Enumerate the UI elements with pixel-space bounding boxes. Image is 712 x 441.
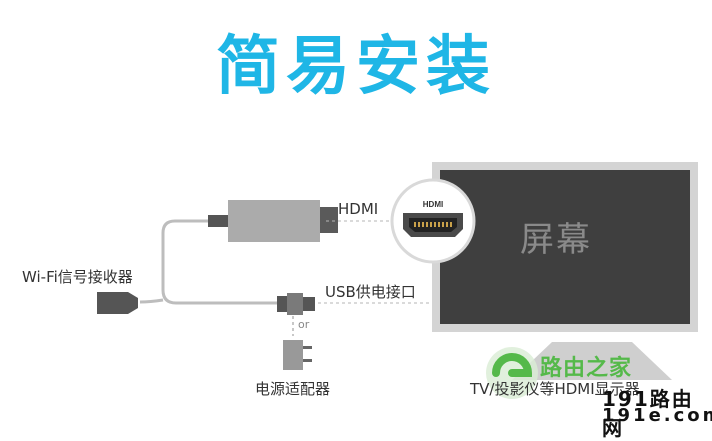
usb-port-label: USB供电接口	[325, 283, 416, 301]
hdmi-logo-text: HDMI	[423, 200, 443, 209]
watermark-brand-cn: 路由之家	[540, 356, 633, 381]
adapter-label: 电源适配器	[255, 380, 331, 398]
screen-label: 屏幕	[520, 220, 592, 260]
installation-diagram: HDMI	[97, 162, 698, 399]
dongle-cable-end	[208, 215, 228, 227]
usb-plug	[277, 293, 315, 315]
hdmi-dongle	[208, 200, 338, 242]
receiver-cable	[139, 298, 164, 304]
screen-caption: TV/投影仪等HDMI显示器	[470, 380, 640, 398]
tv-stand	[512, 342, 672, 380]
or-label: or	[298, 318, 310, 331]
watermark-url: 191e.com	[602, 405, 712, 426]
hdmi-label: HDMI	[338, 200, 379, 218]
dongle-body	[228, 200, 320, 242]
power-adapter	[283, 340, 312, 370]
dongle-plug	[320, 207, 338, 233]
tv-screen	[440, 170, 690, 324]
tv-monitor	[432, 162, 698, 380]
hdmi-port-magnifier: HDMI	[390, 178, 476, 264]
watermark-logo-icon	[486, 347, 538, 399]
page-title: 简易安装	[216, 30, 496, 104]
usb-cable	[161, 219, 277, 305]
wifi-receiver-shape	[97, 292, 138, 314]
receiver-label: Wi-Fi信号接收器	[22, 268, 133, 286]
